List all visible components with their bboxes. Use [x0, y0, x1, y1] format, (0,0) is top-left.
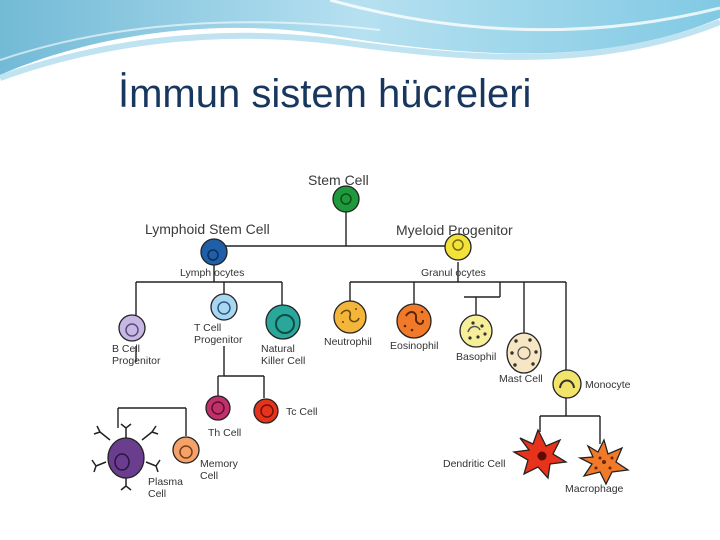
- label-myeloid-progenitor: Myeloid Progenitor: [396, 222, 513, 238]
- eosinophil: [396, 303, 432, 339]
- th-cell: [205, 395, 231, 421]
- macrophage: [577, 438, 630, 486]
- label-b-cell-progenitor-line1: B Cell: [112, 343, 140, 355]
- memory-cell: [172, 436, 200, 464]
- label-memory-cell-line2: Cell: [200, 470, 218, 482]
- lymphoid-stem-cell: [200, 238, 228, 266]
- label-macrophage: Macrophage: [565, 483, 624, 495]
- lineage-connectors: [117, 212, 601, 444]
- label-dendritic-cell: Dendritic Cell: [443, 458, 505, 470]
- slide-title: İmmun sistem hücreleri: [118, 72, 532, 116]
- label-b-cell-progenitor-line2: Progenitor: [112, 355, 161, 367]
- b-cell-progenitor: [118, 314, 146, 342]
- label-natural-killer-line1: Natural: [261, 343, 295, 355]
- natural-killer-cell: [265, 304, 301, 340]
- label-th-cell: Th Cell: [208, 427, 241, 439]
- t-cell-progenitor: [210, 293, 238, 321]
- basophil: [459, 314, 493, 348]
- mast-cell: [506, 332, 542, 374]
- neutrophil: [333, 300, 367, 334]
- label-neutrophil: Neutrophil: [324, 336, 372, 348]
- label-t-cell-progenitor-line2: Progenitor: [194, 334, 243, 346]
- label-plasma-cell-line1: Plasma: [148, 476, 183, 488]
- slide-header-decoration: [0, 0, 720, 81]
- label-granulocytes: Granul ocytes: [421, 267, 486, 279]
- stem-cell: [332, 185, 360, 213]
- label-basophil: Basophil: [456, 351, 496, 363]
- label-memory-cell-line1: Memory: [200, 458, 239, 470]
- label-eosinophil: Eosinophil: [390, 340, 438, 352]
- dendritic-cell: [512, 428, 568, 480]
- label-mast-cell: Mast Cell: [499, 373, 543, 385]
- label-t-cell-progenitor-line1: T Cell: [194, 322, 221, 334]
- label-lymphocytes: Lymph ocytes: [180, 267, 244, 279]
- label-plasma-cell-line2: Cell: [148, 488, 166, 500]
- myeloid-progenitor-cell: [444, 233, 472, 261]
- diagram-background: [80, 162, 646, 502]
- label-lymphoid-stem-cell: Lymphoid Stem Cell: [145, 221, 270, 237]
- label-stem-cell: Stem Cell: [308, 172, 369, 188]
- plasma-cell: [91, 423, 161, 491]
- immune-cell-lineage-diagram: Stem Cell Lymphoid Stem Cell Myeloid Pro…: [80, 162, 646, 502]
- label-natural-killer-line2: Killer Cell: [261, 355, 305, 367]
- monocyte: [552, 369, 582, 399]
- label-monocyte: Monocyte: [585, 379, 631, 391]
- tc-cell: [253, 398, 279, 424]
- label-tc-cell: Tc Cell: [286, 406, 318, 418]
